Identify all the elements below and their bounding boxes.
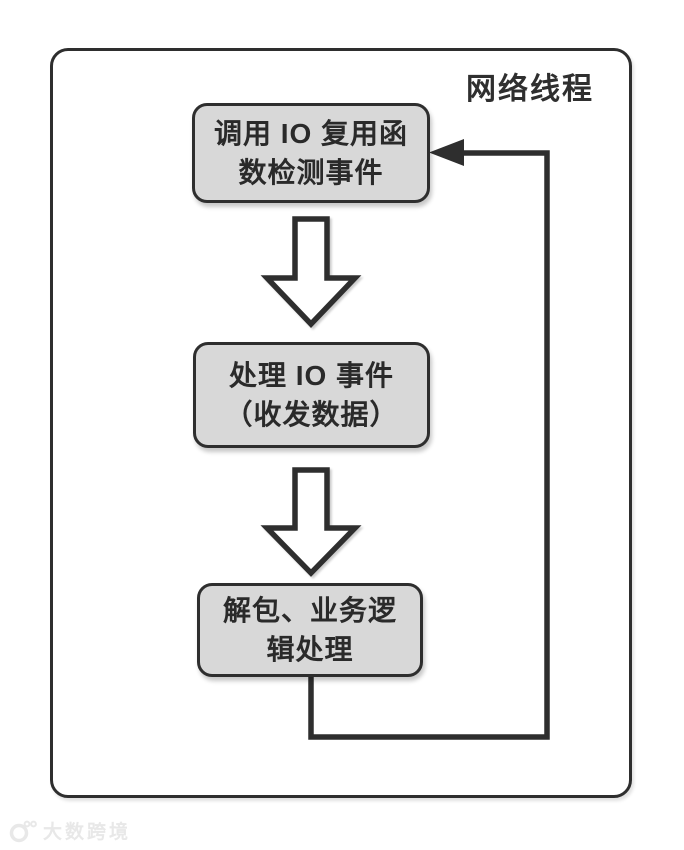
flow-step-label-line: 数检测事件 [238, 157, 384, 188]
network-thread-frame [50, 48, 632, 798]
flow-step-label-line: 处理 IO 事件 [228, 360, 395, 391]
frame-title: 网络线程 [466, 73, 594, 106]
flow-step-label-line: 解包、业务逻 [222, 595, 397, 626]
flow-step-label-line: 辑处理 [266, 634, 354, 665]
watermark: 大数跨境 [8, 817, 131, 844]
flow-step-call-io-multiplex: 调用 IO 复用函 数检测事件 [192, 103, 430, 203]
flow-step-label-line: 调用 IO 复用函 [213, 118, 409, 149]
flow-step-label-line: （收发数据） [224, 399, 399, 430]
watermark-text: 大数跨境 [43, 822, 132, 843]
flow-step-unpack-business-logic: 解包、业务逻 辑处理 [197, 583, 423, 677]
watermark-logo-icon [9, 820, 37, 842]
flow-step-handle-io-events: 处理 IO 事件 （收发数据） [193, 342, 430, 448]
